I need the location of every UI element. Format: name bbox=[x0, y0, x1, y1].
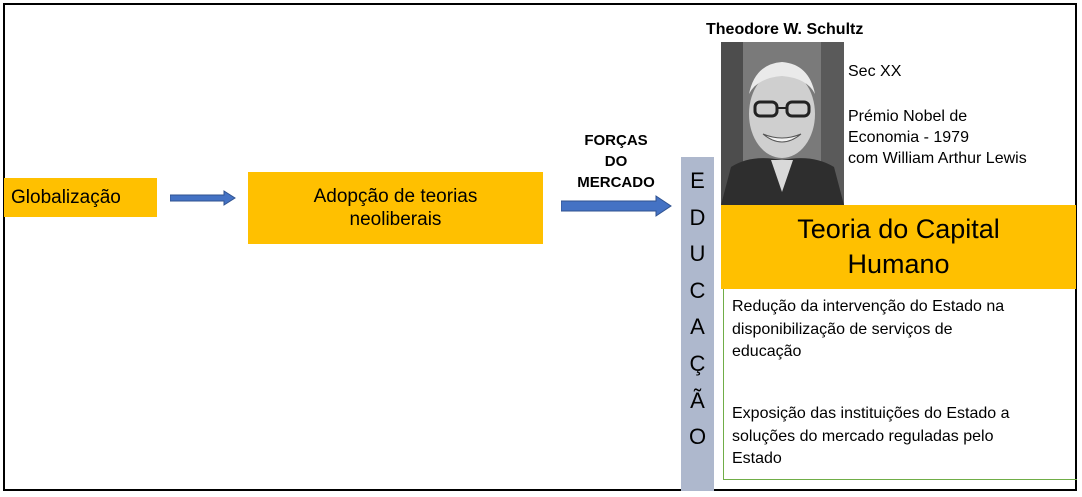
author-name: Theodore W. Schultz bbox=[706, 21, 864, 38]
educacao-letter: O bbox=[688, 424, 707, 450]
teoria-point-2: Exposição das instituições do Estado a s… bbox=[732, 405, 1010, 467]
educacao-letter: Ã bbox=[690, 387, 705, 413]
educacao-letter: A bbox=[690, 314, 705, 340]
portrait-photo-icon bbox=[721, 42, 844, 205]
schultz-award: Prémio Nobel de Economia - 1979 com Will… bbox=[848, 108, 1027, 167]
educacao-bar: E D U C A Ç Ã O bbox=[681, 157, 714, 491]
forcas-do-mercado-label: FORÇAS DO MERCADO bbox=[577, 132, 655, 191]
slide-frame bbox=[3, 3, 1077, 491]
arrow-forcas-to-educacao bbox=[561, 195, 672, 217]
educacao-letter: D bbox=[689, 204, 706, 230]
arrow-globalizacao-to-adopcao bbox=[170, 190, 236, 206]
schultz-century: Sec XX bbox=[848, 63, 902, 80]
teoria-description-panel bbox=[723, 289, 1077, 480]
educacao-letter: U bbox=[689, 241, 706, 267]
teoria-point-1: Redução da intervenção do Estado na disp… bbox=[732, 298, 1005, 360]
globalizacao-box: Globalização bbox=[4, 178, 157, 217]
globalizacao-label: Globalização bbox=[11, 186, 121, 208]
educacao-letter: Ç bbox=[689, 350, 706, 376]
adopcao-label: Adopção de teorias neoliberais bbox=[313, 186, 478, 230]
teoria-capital-humano-box: Teoria do Capital Humano bbox=[721, 205, 1076, 289]
educacao-letter: E bbox=[690, 168, 705, 193]
teoria-title: Teoria do Capital Humano bbox=[797, 214, 1000, 279]
educacao-letter: C bbox=[689, 277, 706, 303]
adopcao-box: Adopção de teorias neoliberais bbox=[248, 172, 543, 244]
